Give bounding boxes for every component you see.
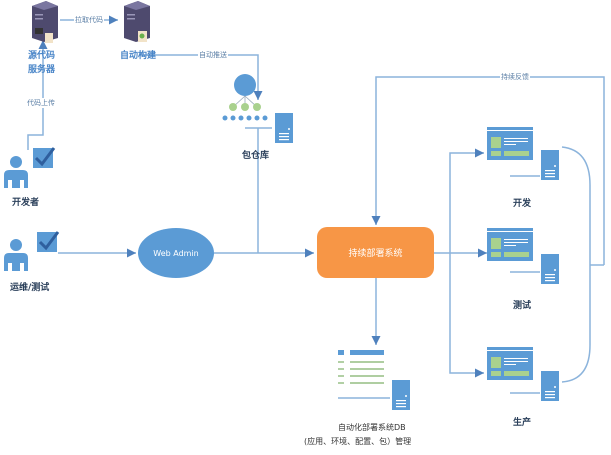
edge-auto-push: [140, 54, 263, 100]
ops-person-icon: [4, 239, 28, 271]
developer-person-icon: [4, 156, 28, 188]
env-bracket: [561, 146, 591, 383]
db-label-2: (应用、环境、配置、包）管理: [304, 437, 412, 446]
source-server-label-1: 源代码: [28, 51, 56, 61]
edge-label-feedback: 持续反馈: [500, 72, 530, 82]
db-server-icon: [392, 380, 410, 410]
prod-server-icon: [541, 371, 559, 401]
server-icon: [32, 1, 58, 43]
ops-test-label: 运维/测试: [10, 283, 50, 293]
build-server-icon: [124, 1, 150, 42]
edge-label-code-upload: 代码上传: [26, 98, 56, 108]
db-document-icon: [338, 350, 384, 384]
package-hierarchy-icon: [222, 74, 268, 121]
edge-feedback: [371, 76, 605, 265]
db-label-1: 自动化部署系统DB: [338, 423, 406, 432]
env-test-label: 测试: [513, 301, 532, 311]
edge-code-upload: [27, 40, 48, 150]
developer-label: 开发者: [12, 198, 40, 208]
package-repo-label: 包仓库: [242, 151, 270, 161]
edge-to-dev: [449, 148, 484, 253]
checkbox-icon: [33, 147, 56, 168]
edge-label-auto-push: 自动推送: [198, 50, 228, 60]
edge-to-prod: [449, 253, 484, 378]
auto-build-label: 自动构建: [120, 51, 157, 61]
source-server-label-2: 服务器: [28, 65, 56, 75]
checkbox-icon: [37, 231, 60, 252]
web-admin-node[interactable]: Web Admin: [138, 228, 214, 278]
repo-server-icon: [275, 113, 293, 143]
prod-window-icon: [487, 347, 533, 380]
test-window-icon: [487, 228, 533, 261]
dev-window-icon: [487, 127, 533, 160]
edge-label-pull-code: 拉取代码: [74, 15, 104, 25]
test-server-icon: [541, 254, 559, 284]
dev-server-icon: [541, 150, 559, 180]
env-prod-label: 生产: [513, 418, 532, 428]
deploy-system-node[interactable]: 持续部署系统: [317, 227, 434, 278]
env-dev-label: 开发: [513, 199, 532, 209]
